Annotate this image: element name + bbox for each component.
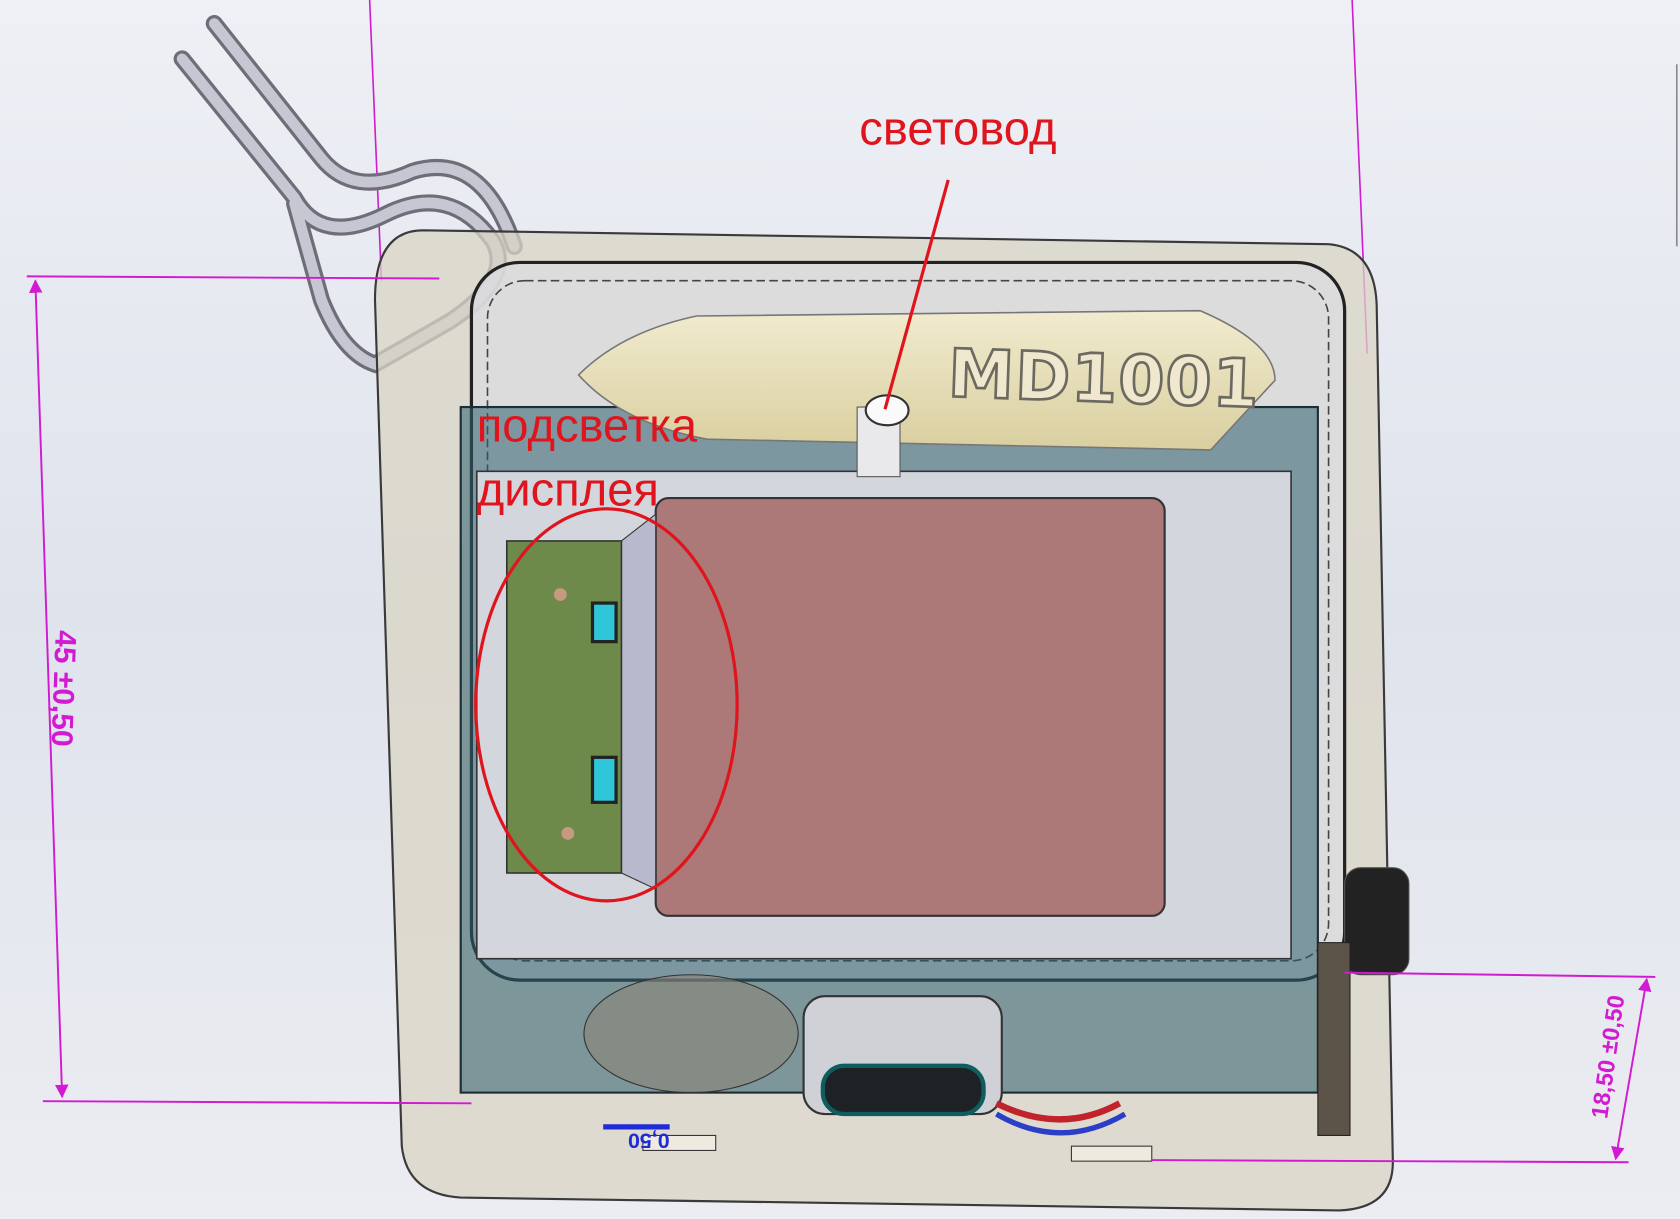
usb-c-connector xyxy=(802,995,1127,1136)
light-guide-tube xyxy=(577,309,1276,478)
backlight-pcb xyxy=(505,540,623,874)
battery xyxy=(583,974,799,1094)
display-screen xyxy=(654,497,1166,917)
led-bottom xyxy=(590,755,618,804)
backlight-label-line1: подсветка xyxy=(477,398,698,451)
flatness-tolerance-text: 0,50 xyxy=(628,1128,670,1152)
height-dimension-text: 45 ±0,50 xyxy=(45,630,82,748)
depth-dimension xyxy=(1151,971,1656,1164)
backlight-label-line2: дисплея xyxy=(477,463,659,516)
height-dimension xyxy=(26,275,472,1105)
backlight-highlight xyxy=(474,507,739,903)
side-button xyxy=(1344,867,1410,976)
led-top xyxy=(590,601,618,644)
model-label: MD1001 xyxy=(947,334,1260,423)
leader-line xyxy=(883,179,950,410)
light-guide-label: световод xyxy=(859,102,1056,155)
